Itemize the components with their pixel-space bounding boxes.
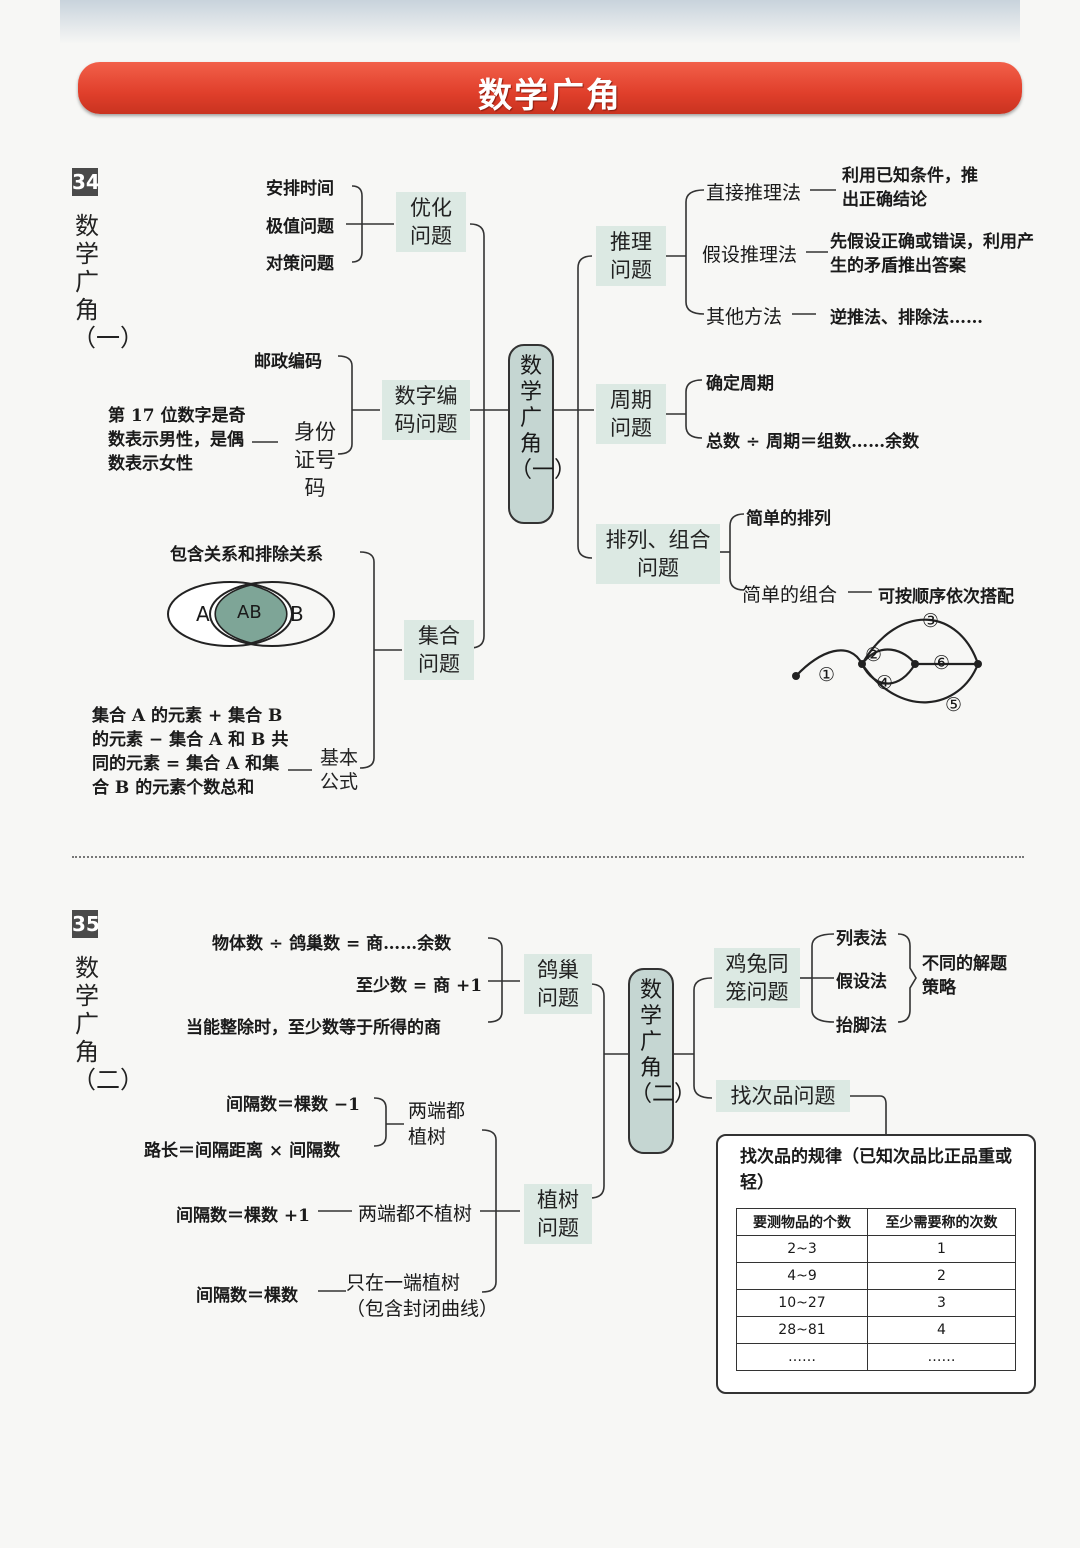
table-cell: 28~81 xyxy=(736,1316,868,1344)
zhouqi-item-2: 总数 ÷ 周期＝组数……余数 xyxy=(706,432,920,452)
gechao-item-2: 至少数 = 商 +1 xyxy=(356,976,483,996)
section-number-35: 35 xyxy=(72,910,100,938)
zhouqi-node: 周期问题 xyxy=(596,384,666,444)
top-shade xyxy=(60,0,1020,44)
gechao-item-1: 物体数 ÷ 鸽巢数 = 商……余数 xyxy=(212,934,452,954)
hub-34: 数学广角（一） xyxy=(508,344,576,524)
cipin-node: 找次品问题 xyxy=(716,1080,850,1112)
zhouqi-item-1: 确定周期 xyxy=(706,374,774,394)
tuili-desc-3: 逆推法、排除法…… xyxy=(830,308,983,328)
jihe-item-2: 基本公式 xyxy=(319,747,358,793)
jitu-note: 不同的解题策略 xyxy=(922,954,1007,998)
zhishu-b2: 两端都不植树 xyxy=(358,1203,473,1225)
zhishu-b1-formula-1: 间隔数＝棵数 −1 xyxy=(226,1095,360,1115)
bianma-item-1: 邮政编码 xyxy=(254,352,322,372)
table-cell: 3 xyxy=(866,1289,1017,1317)
gechao-item-3: 当能整除时，至少数等于所得的商 xyxy=(186,1018,441,1038)
zhishu-b1: 两端都植树 xyxy=(408,1100,466,1148)
youhua-node: 优化问题 xyxy=(396,192,466,252)
pailie-node: 排列、组合问题 xyxy=(596,524,720,584)
section-divider xyxy=(72,856,1024,858)
zhishu-b3: 只在一端植树（包含封闭曲线） xyxy=(346,1272,499,1320)
pailie-desc-2: 可按顺序依次搭配 xyxy=(878,587,1014,607)
cipin-rule: 找次品的规律（已知次品比正品重或轻） xyxy=(740,1147,1012,1193)
jitu-method-2: 假设法 xyxy=(836,972,887,992)
path-label-2: ② xyxy=(865,644,883,666)
table-cell: …… xyxy=(866,1343,1017,1371)
tuili-node: 推理问题 xyxy=(596,226,666,286)
table-cell: …… xyxy=(736,1343,868,1371)
table-header-1: 要测物品的个数 xyxy=(736,1208,868,1236)
pailie-item-1: 简单的排列 xyxy=(746,509,831,529)
table-header-2: 至少需要称的次数 xyxy=(866,1208,1017,1236)
venn-label-a: A xyxy=(196,602,210,626)
tuili-method-2: 假设推理法 xyxy=(702,244,798,266)
path-label-1: ① xyxy=(818,664,836,686)
table-cell: 10~27 xyxy=(736,1289,868,1317)
section-number-34: 34 xyxy=(72,168,100,196)
combination-graph xyxy=(795,618,980,704)
zhishu-b2-formula: 间隔数＝棵数 +1 xyxy=(176,1206,310,1226)
table-cell: 2 xyxy=(866,1262,1017,1290)
bianma-node: 数字编码问题 xyxy=(382,380,470,440)
tuili-desc-1: 利用已知条件，推出正确结论 xyxy=(842,166,978,210)
jitu-node: 鸡兔同笼问题 xyxy=(714,948,800,1008)
zhishu-node: 植树问题 xyxy=(524,1184,592,1244)
table-cell: 4~9 xyxy=(736,1262,868,1290)
tuili-desc-2: 先假设正确或错误，利用产生的矛盾推出答案 xyxy=(830,232,1034,276)
bianma-item-2: 身份证号码 xyxy=(294,420,336,500)
jitu-method-3: 抬脚法 xyxy=(836,1016,887,1036)
path-label-5: ⑤ xyxy=(945,694,963,716)
path-label-6: ⑥ xyxy=(933,652,951,674)
venn-label-ab: AB xyxy=(237,602,262,623)
bianma-note: 第 17 位数字是奇数表示男性，是偶数表示女性 xyxy=(108,406,246,474)
table-cell: 1 xyxy=(866,1235,1017,1263)
youhua-item-1: 安排时间 xyxy=(266,179,334,199)
page-title: 数学广角 xyxy=(478,76,622,116)
venn-diagram xyxy=(167,581,335,647)
path-label-3: ③ xyxy=(922,610,940,632)
path-label-4: ④ xyxy=(876,672,894,694)
tuili-method-3: 其他方法 xyxy=(706,306,783,328)
table-cell: 4 xyxy=(866,1316,1017,1344)
youhua-item-3: 对策问题 xyxy=(266,254,334,274)
section-title-35: 数学广角（二） xyxy=(72,954,144,1094)
table-cell: 2~3 xyxy=(736,1235,868,1263)
zhishu-b3-formula: 间隔数＝棵数 xyxy=(196,1286,298,1306)
venn-label-b: B xyxy=(290,602,304,626)
table-row: ………… xyxy=(736,1343,1017,1371)
jihe-formula: 集合 A 的元素 + 集合 B 的元素 − 集合 A 和 B 共同的元素 = 集… xyxy=(92,706,289,798)
title-banner: 数学广角 xyxy=(78,62,1022,116)
tuili-method-1: 直接推理法 xyxy=(706,182,802,204)
section-title-34: 数学广角（一） xyxy=(72,212,144,352)
jitu-method-1: 列表法 xyxy=(836,929,887,949)
jihe-node: 集合问题 xyxy=(404,620,474,680)
pailie-item-2: 简单的组合 xyxy=(742,584,838,606)
zhishu-b1-formula-2: 路长＝间隔距离 × 间隔数 xyxy=(144,1141,341,1161)
youhua-item-2: 极值问题 xyxy=(266,217,334,237)
gechao-node: 鸽巢问题 xyxy=(524,954,592,1014)
jihe-item-1: 包含关系和排除关系 xyxy=(170,545,323,565)
table-header-row: 要测物品的个数 至少需要称的次数 xyxy=(736,1208,1017,1236)
hub-35: 数学广角（二） xyxy=(628,968,696,1154)
